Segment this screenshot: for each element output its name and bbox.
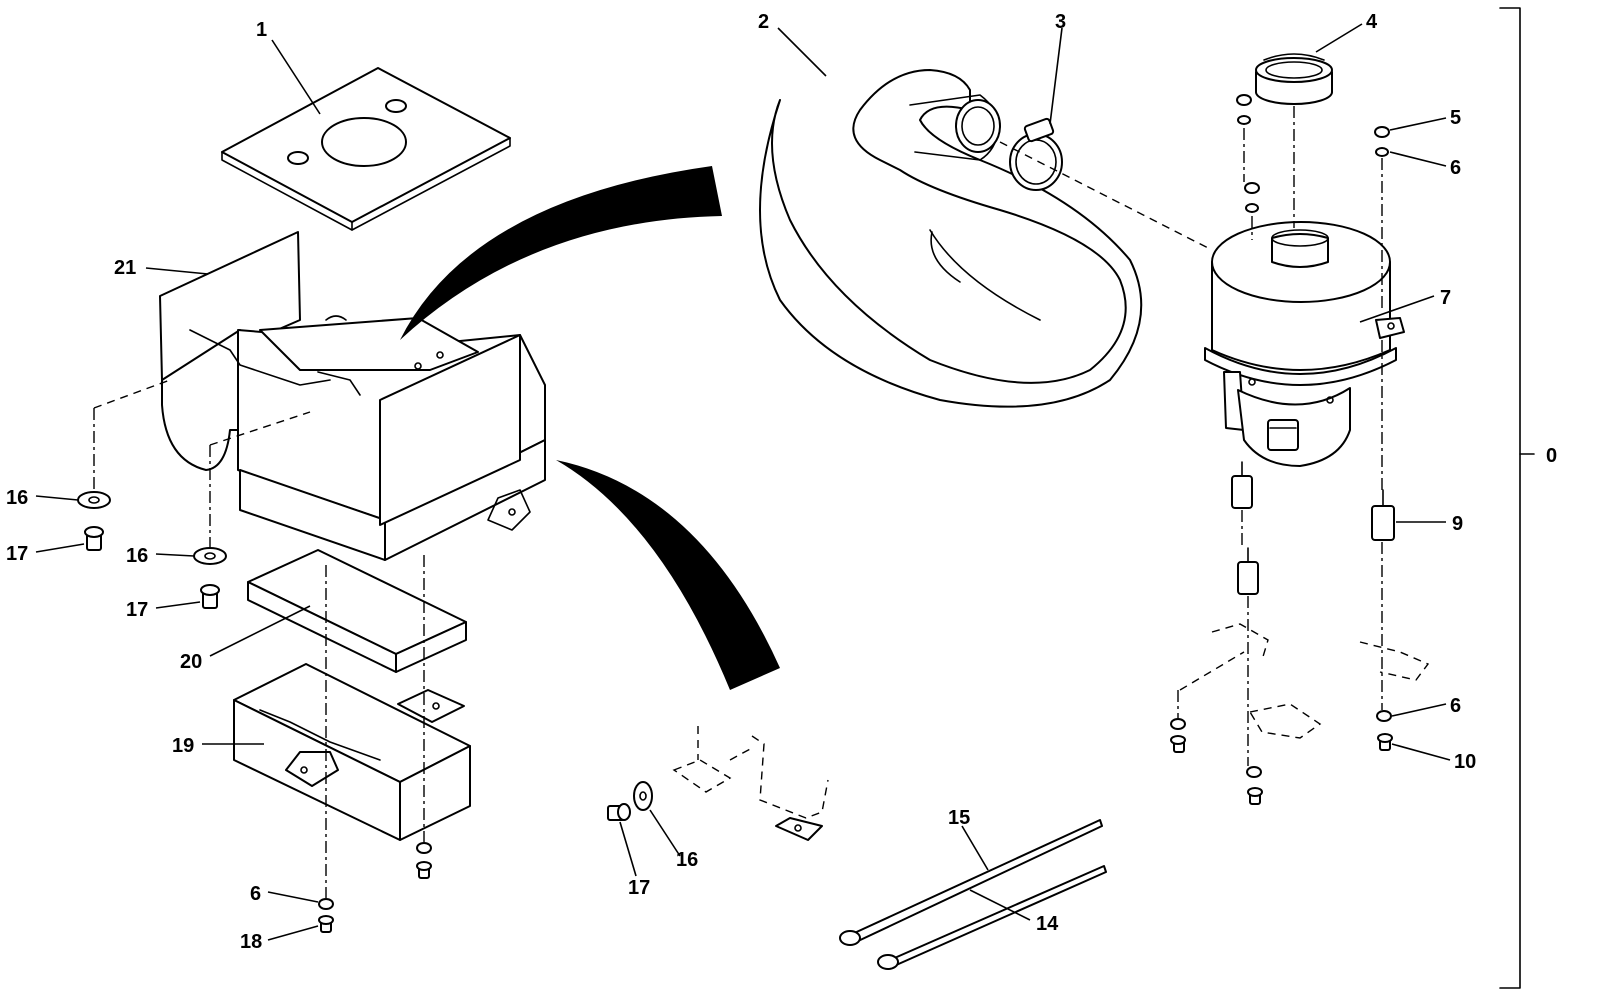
part-7-vacuum-motor [1204, 221, 1405, 467]
callout-labels: 1 2 3 4 5 6 7 9 6 10 21 16 17 16 17 20 1… [6, 11, 1476, 953]
part-21-housing-shroud [159, 231, 546, 561]
leader-lines [35, 23, 1451, 941]
assembly-label: 0 [1546, 445, 1557, 467]
left-washers-screws [77, 491, 227, 609]
callout-9: 9 [1452, 513, 1463, 535]
callout-17-bracket: 17 [628, 877, 650, 899]
callout-17-left: 17 [6, 543, 28, 565]
callout-1: 1 [256, 19, 267, 41]
motor-lower-fasteners [1170, 710, 1393, 805]
callout-4: 4 [1366, 11, 1378, 33]
callout-5: 5 [1450, 107, 1461, 129]
callout-6-right: 6 [1450, 695, 1461, 717]
callout-15: 15 [948, 807, 970, 829]
part-9-standoffs [1231, 461, 1395, 595]
callout-16-mid: 16 [126, 545, 148, 567]
assembly-lines [93, 106, 1383, 898]
part-19-lower-tray [233, 663, 471, 841]
part-1-gasket-plate [221, 67, 511, 231]
assembly-bracket: 0 [1499, 7, 1557, 989]
callout-7: 7 [1440, 287, 1451, 309]
part-4-inlet-collar [1255, 53, 1333, 105]
callout-16-bracket: 16 [676, 849, 698, 871]
motor-left-fasteners [1236, 94, 1260, 213]
callout-3: 3 [1055, 11, 1066, 33]
callout-20: 20 [180, 651, 202, 673]
callout-6-bottom: 6 [250, 883, 261, 905]
callout-19: 19 [172, 735, 194, 757]
part-3-hose-clamp [1009, 117, 1063, 191]
bottom-fasteners [318, 842, 432, 933]
part-5-6-nut-washer-right [1374, 126, 1390, 157]
callout-18: 18 [240, 931, 262, 953]
callout-10: 10 [1454, 751, 1476, 773]
flow-arrows [400, 166, 780, 690]
callout-2: 2 [758, 11, 769, 33]
callout-17-mid: 17 [126, 599, 148, 621]
callout-14: 14 [1036, 913, 1059, 935]
part-2-vacuum-hose [759, 69, 1143, 408]
callout-6-top: 6 [1450, 157, 1461, 179]
part-20-filter-pad [247, 549, 467, 673]
part-14-15-cable-ties [839, 819, 1107, 970]
middle-bracket [607, 726, 829, 841]
mounting-brackets [1179, 623, 1430, 739]
callout-21: 21 [114, 257, 136, 279]
callout-16-left: 16 [6, 487, 28, 509]
